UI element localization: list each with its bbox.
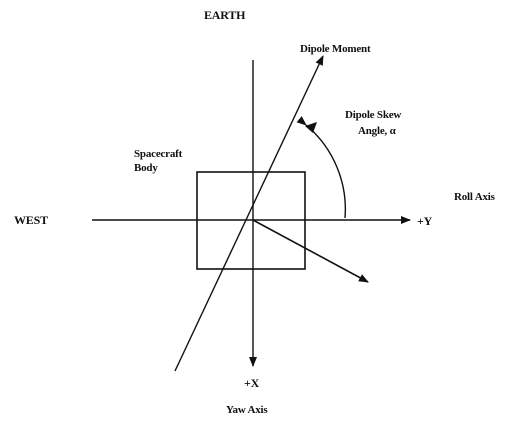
earth-label: EARTH [204, 8, 246, 22]
skew-angle-arc-head [305, 122, 317, 133]
skew-angle-label-line1: Dipole Skew [345, 109, 402, 121]
yaw-axis-label: Yaw Axis [226, 404, 268, 416]
skew-angle-arc [296, 116, 347, 219]
dipole-moment-line [174, 55, 324, 372]
spacecraft-body-label-line1: Spacecraft [134, 148, 183, 160]
dipole-projection-arrow [252, 219, 369, 283]
skew-angle-label-line2: Angle, α [358, 125, 396, 137]
roll-axis-label: Roll Axis [454, 191, 495, 203]
spacecraft-body-label-line2: Body [134, 162, 158, 174]
plus-y-label: +Y [417, 214, 433, 228]
dipole-moment-label: Dipole Moment [300, 43, 371, 55]
plus-x-label: +X [244, 376, 260, 390]
west-label: WEST [14, 213, 48, 227]
